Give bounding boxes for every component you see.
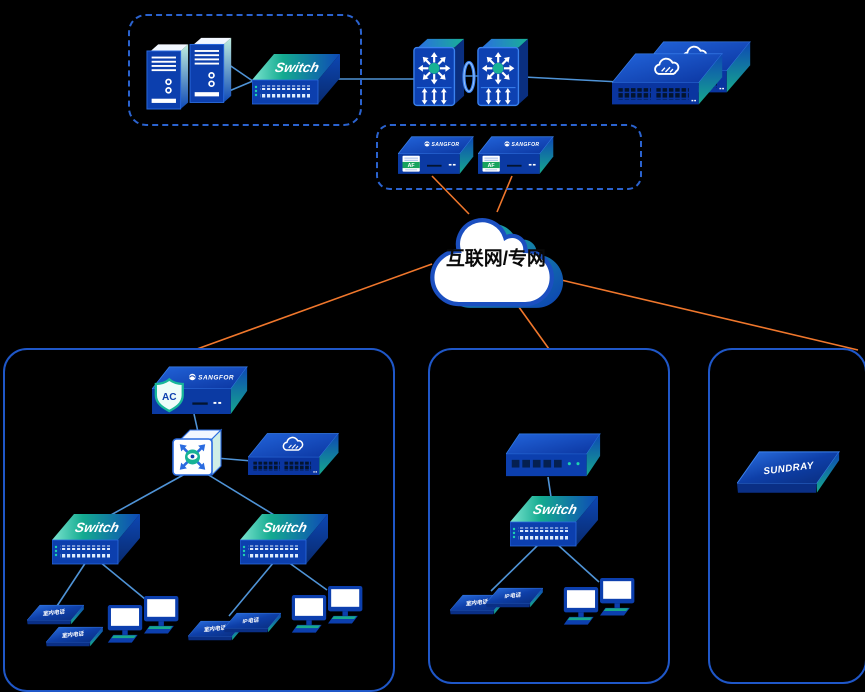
firewall-af-icon: SANGFOR AF (398, 136, 475, 174)
switch-label: Switch (274, 60, 321, 75)
terminal-label: 室内电话 (203, 624, 227, 633)
af-label: AF (408, 163, 416, 169)
switch-icon: Switch (240, 514, 328, 565)
firewall-zone (376, 124, 642, 190)
branch-zone-middle (428, 348, 670, 684)
terminal-label: 室内电话 (61, 630, 85, 639)
internet-cloud: 互联网/专网 (420, 196, 564, 308)
ac-label: AC (162, 392, 177, 403)
terminal-pad-icon: IP电话 (486, 587, 544, 608)
terminal-label: IP电话 (504, 591, 522, 600)
terminal-label: IP电话 (242, 616, 260, 625)
switch-label: Switch (532, 502, 579, 517)
firewall-af-icon: SANGFOR AF (478, 136, 555, 174)
sangfor-label: SANGFOR (198, 374, 234, 381)
af-label: AF (488, 163, 496, 169)
terminal-label: 室内电话 (465, 598, 489, 607)
pc-pair-icon (291, 586, 363, 633)
switch-icon: Switch (510, 496, 598, 547)
af-badge: AF (402, 155, 420, 172)
branch-zone-left (3, 348, 395, 692)
cloud-label: 互联网/专网 (446, 246, 546, 269)
switch-icon: Switch (252, 54, 340, 105)
server-zone (128, 14, 362, 126)
gateway-ac-icon: SANGFOR AC (152, 366, 248, 414)
gateway-box-icon (506, 433, 601, 477)
pc-pair-icon (107, 596, 179, 643)
terminal-label: 室内电话 (42, 608, 66, 617)
pc-pair-icon (563, 578, 635, 625)
af-badge: AF (482, 155, 500, 172)
terminal-pad-icon: 室内电话 (27, 604, 85, 625)
sundray-ap-icon: SUNDRAY (737, 451, 841, 493)
switch-label: Switch (262, 520, 309, 535)
terminal-pad-icon: 室内电话 (46, 626, 104, 647)
router-icon (248, 433, 340, 476)
branch-zone-right (708, 348, 865, 684)
terminal-pad-icon: IP电话 (224, 612, 282, 633)
switch-label: Switch (74, 520, 121, 535)
switch-icon: Switch (52, 514, 140, 565)
ac-shield-badge: AC (154, 377, 184, 413)
core-switch-icon (413, 38, 465, 107)
router-icon (612, 53, 723, 105)
sangfor-label: SANGFOR (432, 142, 460, 148)
server-cluster-icon (146, 37, 233, 110)
core-switch-icon (477, 38, 529, 107)
stack-link-icon (462, 60, 476, 94)
security-switch-cube-icon (172, 428, 223, 477)
sangfor-label: SANGFOR (512, 142, 540, 148)
